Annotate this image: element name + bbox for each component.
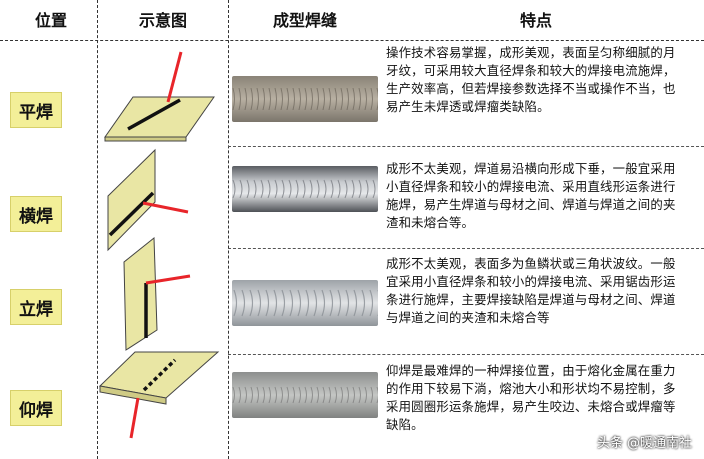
watermark-text: @暖通南社	[626, 436, 692, 451]
row-divider	[228, 146, 704, 147]
electrode-rod	[145, 274, 191, 285]
horizontal-weld-photo	[232, 166, 378, 212]
feature-text-flat: 操作技术容易掌握，成形美观，表面呈匀称细腻的月牙纹，可采用较大直径焊条和较大的焊…	[386, 45, 676, 114]
electrode-rod	[142, 201, 189, 214]
overhead-weld-photo	[232, 372, 378, 418]
position-label-overhead: 仰焊	[10, 390, 62, 426]
row-divider	[228, 354, 704, 355]
header-position: 位置	[34, 11, 67, 30]
flat-weld-diagram	[104, 51, 215, 142]
header-divider	[0, 40, 704, 41]
weld-seam	[108, 191, 155, 237]
row-divider	[228, 248, 704, 249]
vertical-weld-photo	[232, 280, 378, 326]
electrode-rod	[129, 397, 140, 439]
header-weld: 成型焊缝	[272, 11, 337, 30]
position-label-flat: 平焊	[10, 92, 62, 128]
header-diagram: 示意图	[138, 11, 187, 30]
position-label-horizontal: 横焊	[10, 196, 62, 232]
vertical-weld-diagram	[123, 236, 191, 351]
column-divider-1	[97, 0, 98, 459]
column-divider-2	[228, 0, 229, 459]
feature-text-overhead: 仰焊是最难焊的一种焊接位置，由于熔化金属在重力的作用下较易下淌，熔池大小和形状均…	[386, 363, 676, 432]
overhead-weld-diagram	[98, 351, 220, 439]
position-label-vertical: 立焊	[10, 289, 62, 325]
weld-seam	[142, 358, 177, 392]
weld-seam	[127, 98, 181, 131]
watermark: 头条 @暖通南社	[597, 432, 692, 451]
feature-text-vertical: 成形不太美观，表面多为鱼鳞状或三角状波纹。一般宜采用小直径焊条和较小的焊接电流、…	[386, 256, 676, 325]
feature-text-horizontal: 成形不太美观，焊道易沿横向形成下垂，一般宜采用小直径焊条和较小的焊接电流、采用直…	[386, 161, 676, 230]
horizontal-weld-diagram	[107, 148, 189, 252]
electrode-rod	[166, 51, 183, 103]
flat-weld-photo	[232, 76, 378, 122]
header-features: 特点	[519, 11, 552, 30]
watermark-prefix: 头条	[596, 436, 623, 451]
